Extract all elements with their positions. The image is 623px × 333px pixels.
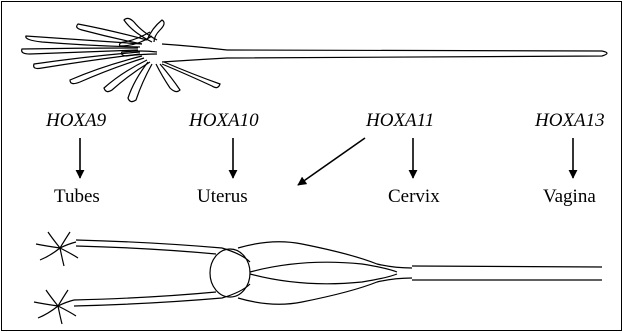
gene-label-hoxa13: HOXA13 [535,110,605,132]
organ-label-uterus: Uterus [197,186,248,208]
bottom-duct-illustration [34,232,602,324]
gene-label-hoxa9: HOXA9 [46,110,106,132]
drawing-canvas [2,2,621,330]
arrows [80,138,573,185]
top-tube-illustration [22,18,607,101]
arrow-hoxa11-uterus [298,138,365,185]
gene-label-hoxa11: HOXA11 [366,110,434,132]
organ-label-cervix: Cervix [388,186,440,208]
organ-label-vagina: Vagina [543,186,596,208]
organ-label-tubes: Tubes [54,186,100,208]
gene-label-hoxa10: HOXA10 [189,110,259,132]
